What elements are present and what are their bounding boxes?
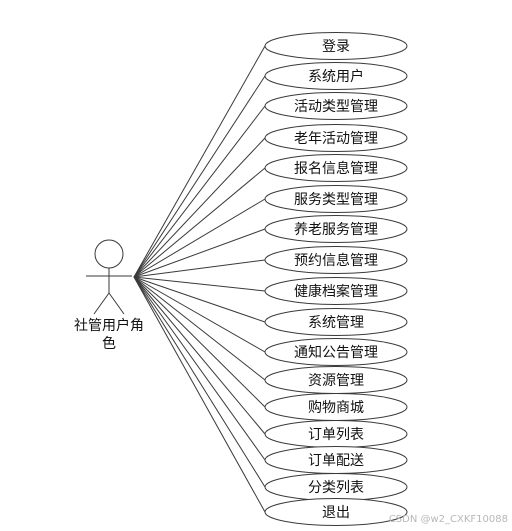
use-case-ellipse	[264, 215, 408, 243]
association-line	[133, 276, 266, 353]
association-line	[133, 276, 266, 292]
use-case-ellipse	[264, 32, 408, 60]
use-case-ellipse	[264, 338, 408, 366]
use-case: 养老服务管理	[264, 215, 408, 243]
association-line	[133, 137, 266, 278]
use-case: 预约信息管理	[264, 246, 408, 274]
use-case-ellipse	[264, 277, 408, 305]
association-line	[133, 259, 266, 278]
use-case-ellipse	[264, 92, 408, 120]
use-case-ellipse	[264, 246, 408, 274]
association-line	[133, 105, 266, 278]
use-case: 老年活动管理	[264, 124, 408, 152]
association-line	[133, 276, 266, 488]
association-line	[133, 228, 266, 278]
use-case: 资源管理	[264, 366, 408, 394]
use-case: 服务类型管理	[264, 185, 408, 213]
use-case-label: 订单列表	[308, 427, 364, 443]
use-case-label: 购物商城	[308, 400, 364, 416]
use-case: 报名信息管理	[264, 154, 408, 182]
use-case-ellipse	[264, 62, 408, 90]
use-case-label: 预约信息管理	[294, 252, 378, 269]
actor-label-line1: 社管用户角	[74, 318, 144, 334]
actor-left-leg	[93, 292, 110, 315]
use-case-label: 活动类型管理	[294, 99, 378, 115]
use-case-label: 资源管理	[308, 373, 364, 389]
use-case-label: 登录	[322, 39, 350, 55]
use-case: 健康档案管理	[264, 277, 408, 305]
use-case: 退出	[264, 498, 408, 526]
use-case-group: 登录系统用户活动类型管理老年活动管理报名信息管理服务类型管理养老服务管理预约信息…	[264, 32, 408, 526]
use-case: 分类列表	[264, 473, 408, 501]
actor-label-line2: 色	[102, 336, 116, 352]
use-case: 购物商城	[264, 393, 408, 421]
association-line	[133, 276, 266, 323]
actor-right-leg	[108, 292, 125, 315]
use-case-label: 养老服务管理	[294, 222, 378, 238]
use-case: 系统管理	[264, 308, 408, 336]
use-case-label: 订单配送	[308, 453, 364, 469]
use-case-label: 服务类型管理	[294, 192, 378, 208]
actor-head	[94, 239, 124, 269]
use-case-ellipse	[264, 124, 408, 152]
use-case-ellipse	[264, 308, 408, 336]
association-line	[133, 75, 266, 278]
actor-figure	[86, 239, 132, 315]
use-case: 登录	[264, 32, 408, 60]
association-line	[133, 276, 266, 408]
association-line	[133, 276, 266, 381]
use-case-label: 系统用户	[308, 68, 364, 85]
use-case: 系统用户	[264, 62, 408, 90]
use-case-ellipse	[264, 154, 408, 182]
use-case-label: 退出	[322, 505, 350, 521]
use-case: 订单列表	[264, 420, 408, 448]
use-case-label: 系统管理	[308, 315, 364, 331]
use-case-label: 老年活动管理	[294, 131, 378, 147]
use-case-ellipse	[264, 498, 408, 526]
use-case-label: 通知公告管理	[294, 344, 378, 361]
use-case: 通知公告管理	[264, 338, 408, 366]
use-case-ellipse	[264, 185, 408, 213]
association-lines	[133, 45, 266, 513]
association-line	[133, 276, 266, 461]
use-case: 活动类型管理	[264, 92, 408, 120]
use-case-label: 健康档案管理	[294, 283, 378, 300]
association-line	[133, 276, 266, 513]
association-line	[133, 198, 266, 278]
watermark: CSDN @w2_CXKF10088	[388, 514, 508, 525]
association-line	[133, 276, 266, 435]
use-case-label: 报名信息管理	[294, 160, 378, 177]
association-line	[133, 167, 266, 278]
use-case-label: 分类列表	[308, 480, 364, 496]
association-line	[133, 45, 266, 278]
use-case: 订单配送	[264, 446, 408, 474]
actor-label: 社管用户角 色	[59, 317, 159, 353]
